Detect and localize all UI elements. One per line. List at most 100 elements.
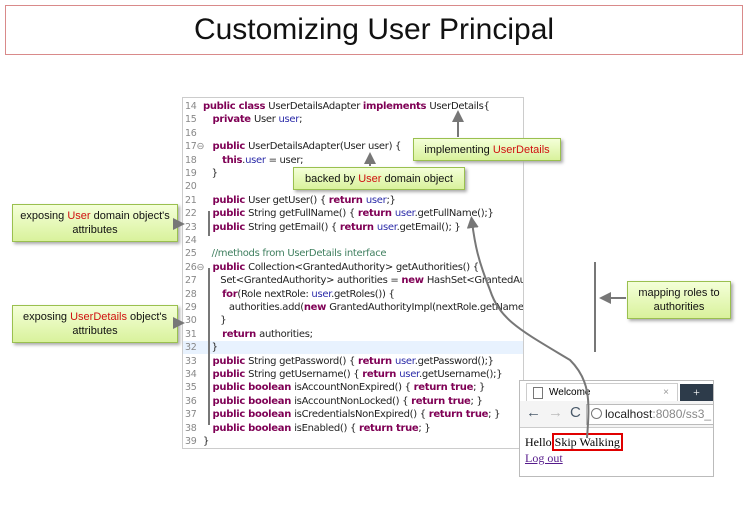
code-token: ; } [488,409,501,421]
code-line: 26⊖ public Collection<GrantedAuthority> … [183,261,523,274]
callout-text: exposing [23,311,71,323]
browser-tab[interactable]: Welcome × [526,383,678,402]
code-line: 25 //methods from UserDetails interface [183,247,523,260]
code-line: 29 authorities.add(new GrantedAuthorityI… [183,301,523,314]
page-icon [533,387,543,399]
code-line: 34 public String getUsername() { return … [183,368,523,381]
line-number: 38 [185,422,197,434]
code-keyword: public boolean [203,409,295,421]
code-keyword: return [339,221,377,233]
code-line: 37 public boolean isCredentialsNonExpire… [183,408,523,421]
code-token: isAccountNonExpired() { [294,382,414,394]
line-number: 18 [185,154,197,166]
callout-highlight: UserDetails [492,143,550,156]
line-number: 34 [185,369,197,380]
code-text: public Collection<GrantedAuthority> getA… [203,261,480,274]
code-keyword: return true [358,422,419,434]
code-token: String getPassword() { [248,355,358,367]
code-token: isCredentialsNonExpired() { [294,409,429,421]
code-text: } [203,167,218,180]
code-keyword: for [203,288,238,300]
code-token: } [203,315,227,327]
callout-text: implementing [424,143,493,156]
callout-highlight: User [358,172,382,185]
code-field: user [311,288,332,300]
code-field: user [245,154,266,166]
callout-exposing-userdetails: exposing UserDetails object's attributes [12,305,178,343]
code-text: public boolean isAccountNonExpired() { r… [203,381,486,394]
code-text: public String getPassword() { return use… [203,355,495,368]
back-icon[interactable]: ← [526,404,541,421]
close-icon[interactable]: × [663,387,669,398]
code-keyword: implements [362,101,430,112]
code-line: 28 for(Role nextRole: user.getRoles()) { [183,288,523,301]
code-line: 19 } [183,167,523,180]
callout-highlight: User [67,210,91,222]
code-keyword: new [303,302,330,313]
code-token: .getRoles()) { [331,288,395,300]
callout-exposing-user: exposing User domain object's attributes [12,204,178,242]
code-token: UserDetails{ [429,101,490,112]
code-text: public UserDetailsAdapter(User user) { [203,140,402,153]
code-token: .getPassword();} [414,355,494,367]
code-line: 22 public String getFullName() { return … [183,207,523,220]
callout-backed-by: backed by User domain object [293,167,465,190]
code-text: //methods from UserDetails interface [203,247,387,260]
address-bar[interactable]: localhost:8080/ss3_ [586,404,713,425]
callout-text: backed by [305,172,359,185]
line-number: 17⊖ [185,141,205,153]
code-keyword: public [203,261,249,273]
code-keyword: public boolean [203,395,295,407]
code-keyword: public [203,369,249,380]
line-number: 31 [185,328,197,340]
callout-text: mapping roles to authorities [638,287,720,313]
code-line: 32 } [183,341,523,355]
code-text: } [203,314,226,327]
code-token: isAccountNonLocked() { [294,395,412,407]
code-line: 17⊖ public UserDetailsAdapter(User user)… [183,140,523,153]
line-number: 27 [185,275,197,287]
new-tab-button[interactable]: + [680,384,713,401]
code-field: user [394,355,415,367]
code-keyword: return true [411,395,471,407]
code-text: public boolean isCredentialsNonExpired()… [203,408,501,421]
line-number: 26⊖ [185,261,205,273]
code-token: . [242,154,246,166]
code-token: Collection<GrantedAuthority> getAuthorit… [248,261,479,273]
code-token: String getFullName() { [248,208,358,220]
code-text: Set<GrantedAuthority> authorities = new … [203,274,524,287]
logout-link[interactable]: Log out [525,451,563,465]
code-keyword: return true [428,409,489,421]
code-line: 30 } [183,314,523,327]
forward-icon[interactable]: → [548,404,563,421]
code-token: UserDetailsAdapter(User user) { [248,141,402,153]
code-token: User [253,114,279,126]
code-token: String getEmail() { [248,221,340,233]
callout-text: domain object's attributes [72,210,170,236]
code-comment: //methods from UserDetails interface [203,248,387,260]
line-number: 20 [185,181,197,193]
code-text: public boolean isEnabled() { return true… [203,422,431,435]
line-number: 25 [185,248,197,260]
slide-title: Customizing User Principal [5,5,743,55]
code-text: private User user; [203,113,303,126]
tab-title: Welcome [549,387,591,398]
code-token: authorities.add( [203,302,304,313]
code-text: } [203,341,218,354]
code-token: String getUsername() { [248,369,363,380]
line-number: 35 [185,382,197,394]
code-token: HashSet<GrantedAuthority>(); [426,275,524,287]
callout-mapping-roles: mapping roles to authorities [627,281,731,319]
code-field: user [365,194,387,206]
reload-icon[interactable]: C [570,404,581,421]
code-line: 31 return authorities; [183,328,523,341]
code-text: public boolean isAccountNonLocked() { re… [203,395,483,408]
username-text: Skip Walking [551,433,623,451]
code-line: 27 Set<GrantedAuthority> authorities = n… [183,274,523,287]
line-number: 37 [185,409,197,421]
code-keyword: return [362,369,400,380]
line-number: 32 [185,342,197,354]
code-text: } [203,435,209,448]
code-token: .getUsername();} [418,369,503,380]
code-keyword: public boolean [203,382,295,394]
